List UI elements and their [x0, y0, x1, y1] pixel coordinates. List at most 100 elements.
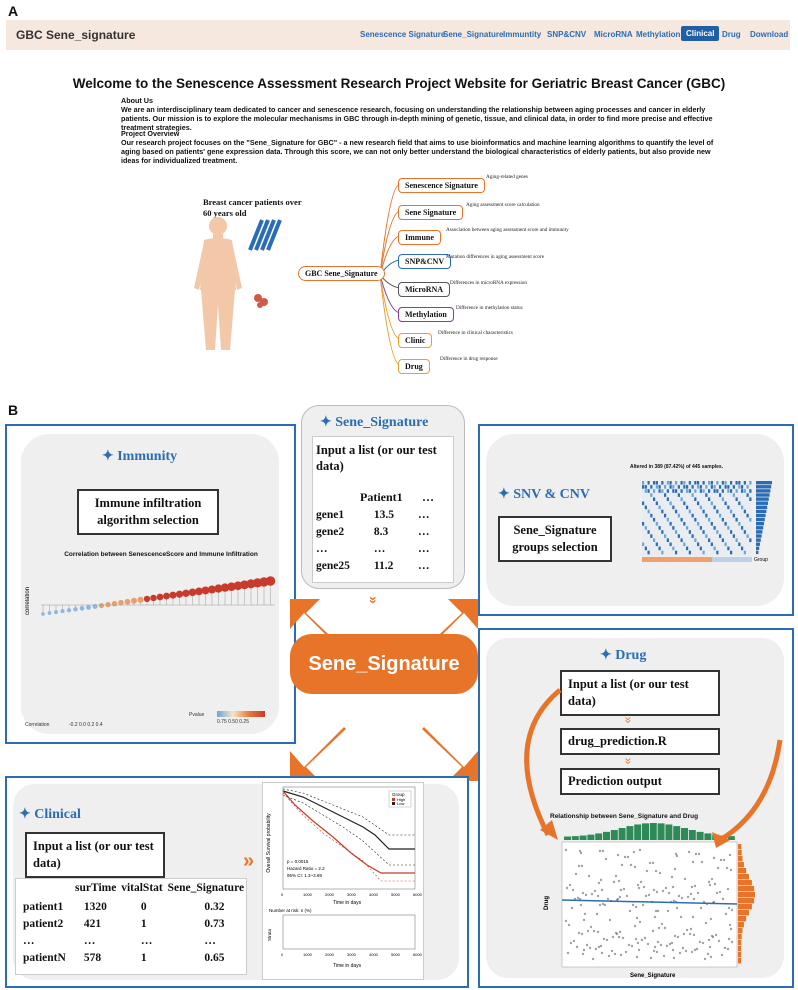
onco-cell	[710, 542, 713, 547]
onco-cell	[683, 501, 686, 506]
scatter-point	[567, 923, 571, 927]
scatter-point	[608, 918, 612, 922]
scatter-point	[655, 890, 659, 894]
onco-cell	[719, 493, 722, 497]
histogram-bar	[571, 836, 579, 840]
nav-senescence-signature[interactable]: Senescence Signature	[360, 30, 446, 39]
scatter-point	[653, 915, 657, 919]
onco-cell	[644, 546, 647, 551]
table-cell: patient1	[23, 900, 64, 913]
table-cell: …	[417, 508, 430, 521]
side-histogram-bar	[738, 868, 747, 874]
onco-cell	[664, 493, 667, 497]
nav-sene-signature[interactable]: Sene_Signature	[443, 30, 504, 39]
lollipop-dot	[143, 595, 151, 603]
onco-cell	[647, 509, 650, 514]
scatter-point	[621, 936, 625, 940]
table-cell: 1	[140, 917, 147, 930]
scatter-point	[728, 853, 732, 857]
lollipop-dot	[92, 603, 98, 609]
nav-immunity[interactable]: Immuntity	[503, 30, 542, 39]
onco-cell	[749, 481, 752, 485]
scatter-point	[648, 861, 652, 865]
scatter-point	[723, 946, 727, 950]
table-cell: …	[417, 559, 430, 572]
nav-snp-cnv[interactable]: SNP&CNV	[547, 30, 587, 39]
onco-side-bar	[756, 489, 771, 493]
onco-cell	[672, 485, 675, 489]
onco-cell	[746, 513, 749, 518]
snv-group-label: Group	[754, 557, 768, 563]
onco-cell	[672, 505, 675, 510]
scatter-point	[672, 899, 676, 903]
onco-cell	[694, 538, 697, 542]
scatter-point	[712, 856, 716, 860]
table-cell: gene1	[316, 508, 345, 521]
onco-cell	[644, 485, 647, 489]
onco-side-bar	[756, 481, 772, 485]
snv-title: ✦ SNV & CNV	[498, 487, 590, 502]
lollipop-dot	[214, 584, 223, 593]
lollipop-dot	[41, 612, 45, 616]
brand[interactable]: GBC Sene_signature	[16, 28, 136, 42]
scatter-point	[581, 952, 585, 956]
nav-microrna[interactable]: MicroRNA	[594, 30, 633, 39]
onco-cell	[650, 534, 653, 538]
scatter-point	[589, 925, 593, 929]
onco-cell	[713, 546, 716, 551]
histogram-bar	[673, 826, 681, 840]
side-histogram-bar	[738, 916, 747, 922]
histogram-bar	[727, 836, 735, 840]
onco-side-bar	[756, 546, 760, 550]
onco-cell	[642, 481, 645, 485]
scatter-point	[570, 906, 574, 910]
patients-label: Breast cancer patients over 60 years old	[203, 197, 302, 219]
scatter-point	[580, 932, 584, 936]
scatter-point	[646, 942, 650, 946]
onco-cell	[710, 481, 713, 485]
scatter-point	[680, 896, 684, 900]
onco-cell	[658, 489, 661, 493]
km-xtick-label: 1000	[303, 952, 313, 957]
mm-node-sene-signature: Sene Signature	[398, 205, 464, 220]
scatter-point	[707, 880, 711, 884]
onco-cell	[653, 481, 656, 485]
drug-output-box: Prediction output	[560, 768, 720, 795]
nav-drug[interactable]: Drug	[722, 30, 741, 39]
clinical-title: ✦ Clinical	[19, 807, 81, 822]
scatter-point	[572, 939, 576, 943]
overview-title: Project Overview	[121, 129, 180, 138]
onco-side-bar	[756, 493, 770, 497]
scatter-point	[688, 932, 692, 936]
mm-node-immune: Immune	[398, 230, 441, 245]
onco-cell	[677, 534, 680, 538]
table-row: ………	[310, 540, 435, 557]
nav-methylation[interactable]: Methylation	[636, 30, 681, 39]
nav-clinical[interactable]: Clinical	[681, 26, 720, 41]
onco-side-bar	[756, 550, 759, 555]
scatter-point	[622, 887, 626, 891]
table-cell: …	[23, 934, 35, 947]
scatter-point	[576, 896, 580, 900]
onco-cell	[713, 526, 716, 530]
scatter-point	[693, 948, 697, 952]
onco-cell	[686, 546, 689, 551]
nav-download[interactable]: Download	[750, 30, 789, 39]
scatter-point	[597, 945, 601, 949]
km-hr: Hazard Ratio = 2.2	[287, 866, 325, 871]
scatter-point	[615, 932, 619, 936]
onco-cell	[713, 485, 716, 489]
scatter-point	[686, 895, 690, 899]
onco-cell	[721, 497, 724, 501]
pvalue-colorbar	[217, 711, 265, 717]
scatter-point	[689, 892, 693, 896]
lollipop-dot	[47, 611, 52, 615]
snv-box: Sene_Signature groups selection	[498, 516, 612, 562]
onco-cell	[642, 522, 645, 526]
onco-cell	[694, 517, 697, 522]
scatter-point	[599, 878, 603, 882]
onco-cell	[642, 501, 645, 506]
